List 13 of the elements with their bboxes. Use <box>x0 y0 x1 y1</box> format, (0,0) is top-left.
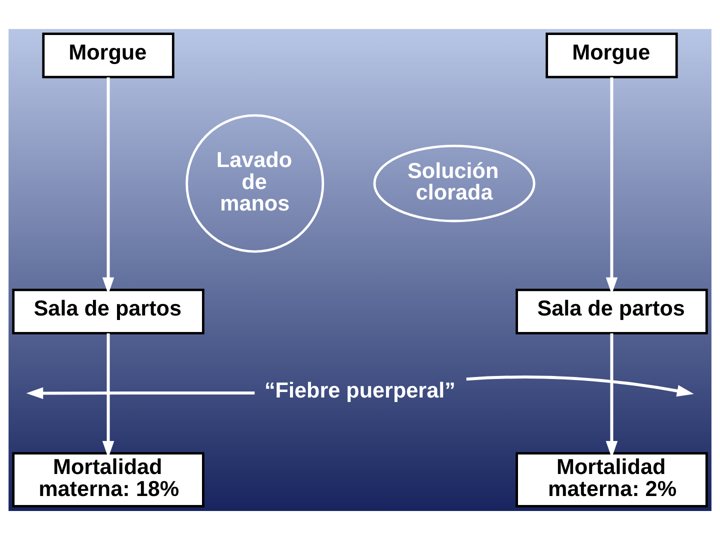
node-ellipse: Solución clorada <box>373 144 536 222</box>
node-box: Mortalidad materna: 2% <box>516 452 708 508</box>
arrow <box>466 376 694 397</box>
node-box: Morgue <box>546 32 678 78</box>
arrow <box>102 77 114 294</box>
node-box: Sala de partos <box>516 288 708 334</box>
node-circle: Lavado de manos <box>186 114 324 253</box>
node-box: Mortalidad materna: 18% <box>12 452 204 508</box>
node-text: “Fiebre puerperal” <box>264 377 456 402</box>
node-box: Sala de partos <box>12 288 204 334</box>
node-box: Morgue <box>42 32 174 78</box>
arrow <box>26 387 255 400</box>
arrow <box>606 77 618 294</box>
